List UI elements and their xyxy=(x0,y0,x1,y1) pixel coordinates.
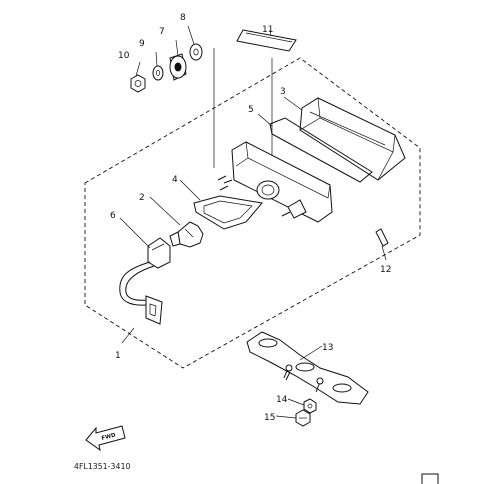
callout-5: 5 xyxy=(248,105,254,115)
part-14-nut xyxy=(303,398,317,414)
callout-3: 3 xyxy=(280,87,286,97)
fwd-arrow-icon: FWD xyxy=(85,425,126,452)
callout-6: 6 xyxy=(110,211,116,221)
callout-9: 9 xyxy=(139,39,145,49)
part-7-grommet xyxy=(169,53,187,81)
part-10-nut xyxy=(130,74,146,93)
corner-mark xyxy=(421,473,439,484)
callout-13: 13 xyxy=(322,343,333,353)
part-8-washer xyxy=(189,43,203,61)
callout-2: 2 xyxy=(139,193,145,203)
callout-11: 11 xyxy=(262,25,273,35)
part-2-bulb xyxy=(169,221,204,248)
callout-10: 10 xyxy=(118,51,130,61)
housing xyxy=(217,141,333,223)
part-code: 4FL1351-3410 xyxy=(74,462,131,471)
part-6-socket xyxy=(119,237,171,325)
callout-15: 15 xyxy=(264,413,275,423)
part-13-bracket xyxy=(246,331,369,405)
part-5-gasket xyxy=(269,117,373,183)
leader-lines xyxy=(119,25,387,419)
part-12-clip xyxy=(375,228,389,247)
callout-4: 4 xyxy=(172,175,178,185)
fwd-label: FWD xyxy=(101,432,117,442)
part-11-strip xyxy=(236,29,297,52)
callout-1: 1 xyxy=(115,351,121,361)
part-9-washer xyxy=(152,65,164,81)
assembly-outline xyxy=(84,57,421,369)
callout-8: 8 xyxy=(180,13,186,23)
callout-12: 12 xyxy=(380,265,391,275)
part-3-lens xyxy=(299,97,406,181)
part-15-screw xyxy=(295,409,311,427)
part-4-gasket xyxy=(193,195,263,230)
callout-14: 14 xyxy=(276,395,288,405)
callout-7: 7 xyxy=(159,27,165,37)
